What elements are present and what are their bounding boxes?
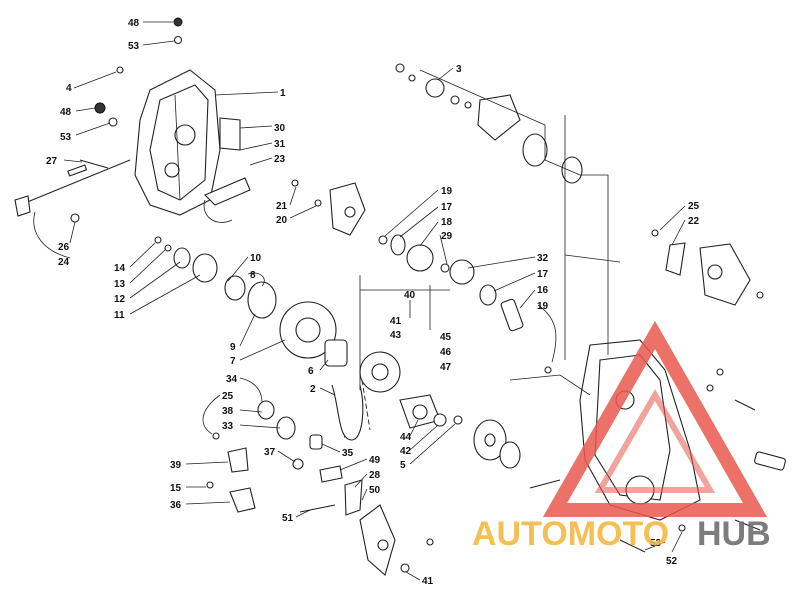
part-label-32: 32 [537, 253, 549, 264]
lever-shaft [14, 159, 131, 223]
part-label-26: 26 [58, 242, 70, 253]
part-label-22: 22 [688, 216, 700, 227]
part-label-52: 52 [666, 556, 678, 567]
part-label-39: 39 [170, 460, 182, 471]
leader-lines [33, 21, 686, 581]
part-label-28: 28 [369, 470, 381, 481]
part-label-48: 48 [128, 18, 140, 29]
brake-disc [473, 419, 521, 469]
part-label-12: 12 [114, 294, 126, 305]
part-labels: 48 53 4 1 48 53 30 31 23 27 26 24 3 21 2… [46, 18, 700, 587]
part-label-48: 48 [60, 107, 72, 118]
part-label-53: 53 [60, 132, 72, 143]
part-label-38: 38 [222, 406, 234, 417]
part-label-31: 31 [274, 139, 286, 150]
chain-case-cover [134, 69, 221, 216]
part-label-50: 50 [369, 485, 381, 496]
part-label-15: 15 [170, 483, 182, 494]
warning-triangle-icon [542, 320, 768, 517]
part-label-25: 25 [222, 391, 234, 402]
part-label-53: 53 [650, 538, 662, 549]
part-label-4: 4 [66, 83, 72, 94]
part-label-16: 16 [537, 285, 549, 296]
part-label-19: 19 [537, 301, 549, 312]
part-label-14: 14 [114, 263, 126, 274]
part-label-42: 42 [400, 446, 412, 457]
part-label-18: 18 [441, 217, 453, 228]
part-label-24: 24 [58, 257, 70, 268]
part-label-2: 2 [310, 384, 316, 395]
cover-bracket [203, 117, 251, 223]
part-label-43: 43 [390, 330, 402, 341]
part-label-20: 20 [276, 215, 288, 226]
part-label-53: 53 [128, 41, 140, 52]
part-label-3: 3 [456, 64, 462, 75]
bushing-group [212, 400, 323, 473]
part-label-35: 35 [342, 448, 354, 459]
part-label-30: 30 [274, 123, 286, 134]
part-label-27: 27 [46, 156, 58, 167]
idler-bracket [291, 179, 366, 236]
part-label-11: 11 [114, 310, 125, 321]
part-label-41: 41 [422, 576, 434, 587]
middle-sprocket-group [378, 234, 552, 374]
part-label-51: 51 [282, 513, 294, 524]
part-label-47: 47 [440, 362, 452, 373]
driven-sprocket-group [154, 236, 337, 359]
alignment-lines [359, 69, 609, 396]
part-label-13: 13 [114, 279, 126, 290]
part-label-45: 45 [440, 332, 452, 343]
part-label-37: 37 [264, 447, 276, 458]
brake-parts [206, 458, 434, 576]
drive-assembly [324, 339, 463, 441]
part-label-17: 17 [537, 269, 549, 280]
part-label-19: 19 [441, 186, 453, 197]
part-label-44: 44 [400, 432, 412, 443]
part-label-25: 25 [688, 201, 700, 212]
part-label-23: 23 [274, 154, 286, 165]
watermark-brand-left: AUTOMOTO [472, 515, 669, 553]
part-label-49: 49 [369, 455, 381, 466]
part-label-40: 40 [404, 290, 416, 301]
part-label-29: 29 [441, 231, 453, 242]
part-label-17: 17 [441, 202, 453, 213]
part-label-6: 6 [308, 366, 314, 377]
watermark-brand-right: HUB [697, 515, 771, 553]
upper-shaft-assembly [395, 63, 583, 184]
part-label-7: 7 [230, 356, 236, 367]
part-label-10: 10 [250, 253, 262, 264]
part-label-33: 33 [222, 421, 234, 432]
part-label-1: 1 [280, 88, 286, 99]
part-label-36: 36 [170, 500, 182, 511]
part-label-41: 41 [390, 316, 402, 327]
part-label-8: 8 [250, 270, 256, 281]
part-label-9: 9 [230, 342, 236, 353]
part-label-46: 46 [440, 347, 452, 358]
watermark: AUTOMOTO HUB [472, 320, 771, 553]
part-label-5: 5 [400, 460, 406, 471]
part-label-34: 34 [226, 374, 238, 385]
part-label-21: 21 [276, 201, 288, 212]
tensioner-plate [651, 229, 764, 306]
